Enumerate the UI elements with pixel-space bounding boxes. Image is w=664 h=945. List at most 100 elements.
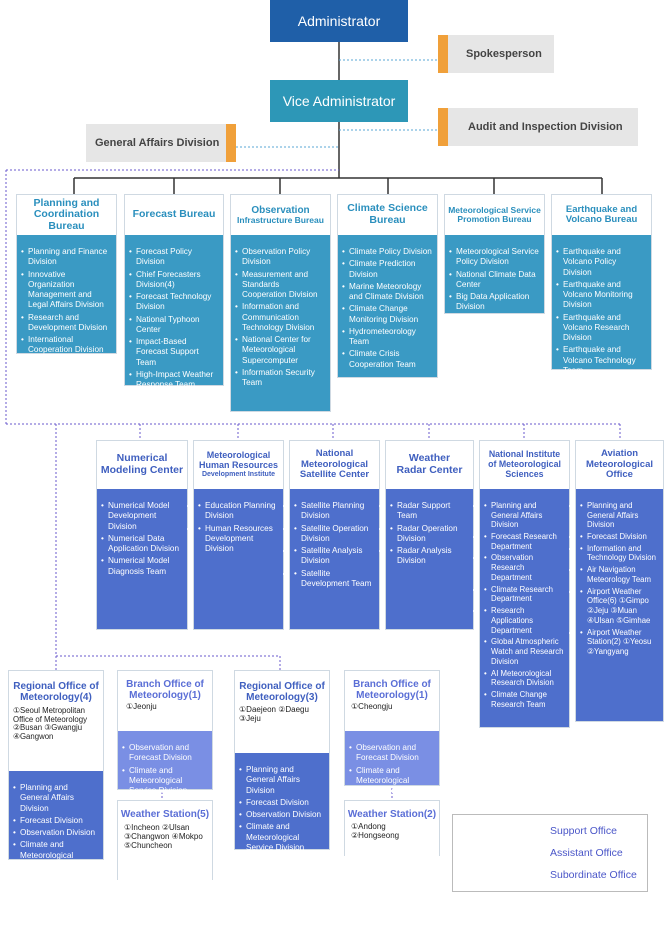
spokesperson-box[interactable]: Spokesperson bbox=[448, 35, 554, 73]
list-item[interactable]: Forecast Division bbox=[239, 798, 325, 809]
list-item[interactable]: Observation Research Department bbox=[484, 553, 565, 582]
list-item[interactable]: Observation Policy Division bbox=[235, 247, 326, 268]
list-item[interactable]: Impact-Based Forecast Support Team bbox=[129, 337, 219, 368]
branch-title: Branch Office of Meteorology(1) ①Jeonju bbox=[118, 671, 212, 731]
list-item[interactable]: High-Impact Weather Response Team bbox=[129, 370, 219, 391]
list-item[interactable]: Innovative Organization Management and L… bbox=[21, 270, 112, 311]
list-item[interactable]: Chief Forecasters Division(4) bbox=[129, 270, 219, 291]
branch-title: Branch Office of Meteorology(1) ①Cheongj… bbox=[345, 671, 439, 731]
list-item[interactable]: National Center for Meteorological Super… bbox=[235, 335, 326, 366]
bureau-meteorological-service-promotion[interactable]: Meteorological Service Promotion Bureau … bbox=[444, 194, 545, 314]
list-item[interactable]: Information and Communication Technology… bbox=[235, 302, 326, 333]
regional-office-3[interactable]: Regional Office of Meteorology(3) ①Daeje… bbox=[234, 670, 330, 853]
list-item[interactable]: Satellite Analysis Division bbox=[294, 546, 375, 567]
list-item[interactable]: Radar Analysis Division bbox=[390, 546, 469, 567]
list-item[interactable]: Research and Development Division bbox=[21, 313, 112, 334]
list-item[interactable]: Numerical Model Development Division bbox=[101, 501, 183, 532]
list-item[interactable]: Climate and Meteorological Service Divis… bbox=[122, 766, 208, 797]
list-item[interactable]: International Cooperation Division bbox=[21, 335, 112, 356]
list-item[interactable]: Climate Prediction Division bbox=[342, 259, 433, 280]
list-item[interactable]: Observation and Forecast Division bbox=[349, 743, 435, 764]
vice-administrator-box[interactable]: Vice Administrator bbox=[270, 80, 408, 122]
division-list: Forecast Policy Division Chief Forecaste… bbox=[125, 243, 223, 396]
legend bbox=[452, 814, 648, 892]
division-list: Observation and Forecast Division Climat… bbox=[345, 739, 439, 802]
list-item[interactable]: Forecast Policy Division bbox=[129, 247, 219, 268]
list-item[interactable]: Climate and Meteorological Service Divis… bbox=[239, 822, 325, 853]
list-item[interactable]: Research Applications Department bbox=[484, 606, 565, 635]
list-item[interactable]: Forecast Division bbox=[13, 816, 99, 827]
list-item[interactable]: Earthquake and Volcano Research Division bbox=[556, 313, 647, 344]
center-weather-radar[interactable]: Weather Radar Center Radar Support Team … bbox=[385, 440, 474, 630]
list-item[interactable]: Radar Support Team bbox=[390, 501, 469, 522]
branch-office-1-cheongju[interactable]: Branch Office of Meteorology(1) ①Cheongj… bbox=[344, 670, 440, 795]
list-item[interactable]: Air Navigation Meteorology Team bbox=[580, 565, 659, 584]
list-item[interactable]: Satellite Operation Division bbox=[294, 524, 375, 545]
bureau-earthquake-volcano[interactable]: Earthquake and Volcano Bureau Earthquake… bbox=[551, 194, 652, 375]
list-item[interactable]: Big Data Application Division bbox=[449, 292, 540, 313]
spokesperson-marker bbox=[438, 35, 448, 73]
list-item[interactable]: Planning and General Affairs Division bbox=[484, 501, 565, 530]
branch-office-1-jeonju[interactable]: Branch Office of Meteorology(1) ①Jeonju … bbox=[117, 670, 213, 795]
list-item[interactable]: Climate and Meteorological Service Divis… bbox=[13, 840, 99, 871]
general-affairs-marker bbox=[226, 124, 236, 162]
list-item[interactable]: Airport Weather Office(6) ①Gimpo ②Jeju ③… bbox=[580, 587, 659, 626]
bureau-planning-coordination[interactable]: Planning and Coordination Bureau Plannin… bbox=[16, 194, 117, 354]
list-item[interactable]: Information Security Team bbox=[235, 368, 326, 389]
center-numerical-modeling[interactable]: Numerical Modeling Center Numerical Mode… bbox=[96, 440, 188, 630]
list-item[interactable]: Observation and Forecast Division bbox=[122, 743, 208, 764]
list-item[interactable]: Earthquake and Volcano Monitoring Divisi… bbox=[556, 280, 647, 311]
center-human-resources[interactable]: Meteorological Human Resources Developme… bbox=[193, 440, 284, 630]
bureau-climate-science[interactable]: Climate Science Bureau Climate Policy Di… bbox=[337, 194, 438, 378]
general-affairs-label: General Affairs Division bbox=[95, 137, 220, 149]
list-item[interactable]: Forecast Division bbox=[580, 532, 659, 542]
list-item[interactable]: Earthquake and Volcano Policy Division bbox=[556, 247, 647, 278]
list-item[interactable]: Satellite Planning Division bbox=[294, 501, 375, 522]
administrator-box[interactable]: Administrator bbox=[270, 0, 408, 42]
list-item[interactable]: Planning and General Affairs Division bbox=[239, 765, 325, 796]
audit-box[interactable]: Audit and Inspection Division bbox=[448, 108, 638, 146]
list-item[interactable]: Forecast Technology Division bbox=[129, 292, 219, 313]
list-item[interactable]: Climate Policy Division bbox=[342, 247, 433, 258]
list-item[interactable]: National Climate Data Center bbox=[449, 270, 540, 291]
list-item[interactable]: Radar Operation Division bbox=[390, 524, 469, 545]
list-item[interactable]: Human Resources Development Division bbox=[198, 524, 279, 555]
list-item[interactable]: Planning and General Affairs Division bbox=[580, 501, 659, 530]
list-item[interactable]: Climate Crisis Cooperation Team bbox=[342, 349, 433, 370]
list-item[interactable]: Hydrometeorology Team bbox=[342, 327, 433, 348]
list-item[interactable]: Measurement and Standards Cooperation Di… bbox=[235, 270, 326, 301]
list-item[interactable]: Numerical Data Application Division bbox=[101, 534, 183, 555]
bureau-title: Earthquake and Volcano Bureau bbox=[552, 195, 651, 235]
list-item[interactable]: Information and Technology Division bbox=[580, 544, 659, 563]
list-item[interactable]: Observation Division bbox=[239, 810, 325, 821]
division-list: Planning and General Affairs Division Fo… bbox=[9, 779, 103, 877]
bureau-forecast[interactable]: Forecast Bureau Forecast Policy Division… bbox=[124, 194, 224, 389]
list-item[interactable]: Airport Weather Station(2) ①Yeosu ②Yangy… bbox=[580, 628, 659, 657]
list-item[interactable]: Climate Change Monitoring Division bbox=[342, 304, 433, 325]
list-item[interactable]: Global Atmospheric Watch and Research Di… bbox=[484, 637, 565, 666]
list-item[interactable]: Numerical Model Diagnosis Team bbox=[101, 556, 183, 577]
bureau-observation-infrastructure[interactable]: Observation Infrastructure Bureau Observ… bbox=[230, 194, 331, 412]
weather-station-2[interactable]: Weather Station(2) ①Andong ②Hongseong bbox=[344, 800, 440, 865]
list-item[interactable]: Planning and Finance Division bbox=[21, 247, 112, 268]
list-item[interactable]: Climate Change Research Team bbox=[484, 690, 565, 709]
list-item[interactable]: Planning and General Affairs Division bbox=[13, 783, 99, 814]
weather-station-5[interactable]: Weather Station(5) ①Incheon ②Ulsan ③Chan… bbox=[117, 800, 213, 889]
list-item[interactable]: Meteorological Service Policy Division bbox=[449, 247, 540, 268]
center-meteorological-sciences[interactable]: National Institute of Meteorological Sci… bbox=[479, 440, 570, 728]
list-item[interactable]: Earthquake and Volcano Technology Team bbox=[556, 345, 647, 376]
center-satellite[interactable]: National Meteorological Satellite Center… bbox=[289, 440, 380, 630]
list-item[interactable]: Observation Division bbox=[13, 828, 99, 839]
list-item[interactable]: Marine Meteorology and Climate Division bbox=[342, 282, 433, 303]
list-item[interactable]: Climate and Meteorological Service Divis… bbox=[349, 766, 435, 797]
center-aviation-meteorological[interactable]: Aviation Meteorological Office Planning … bbox=[575, 440, 664, 722]
regional-office-4[interactable]: Regional Office of Meteorology(4) ①Seoul… bbox=[8, 670, 104, 870]
list-item[interactable]: Education Planning Division bbox=[198, 501, 279, 522]
list-item[interactable]: Satellite Development Team bbox=[294, 569, 375, 590]
list-item[interactable]: Climate Research Department bbox=[484, 585, 565, 604]
list-item[interactable]: Forecast Research Department bbox=[484, 532, 565, 551]
vice-administrator-label: Vice Administrator bbox=[282, 93, 396, 109]
list-item[interactable]: National Typhoon Center bbox=[129, 315, 219, 336]
general-affairs-box[interactable]: General Affairs Division bbox=[86, 124, 226, 162]
list-item[interactable]: AI Meteorological Research Division bbox=[484, 669, 565, 688]
